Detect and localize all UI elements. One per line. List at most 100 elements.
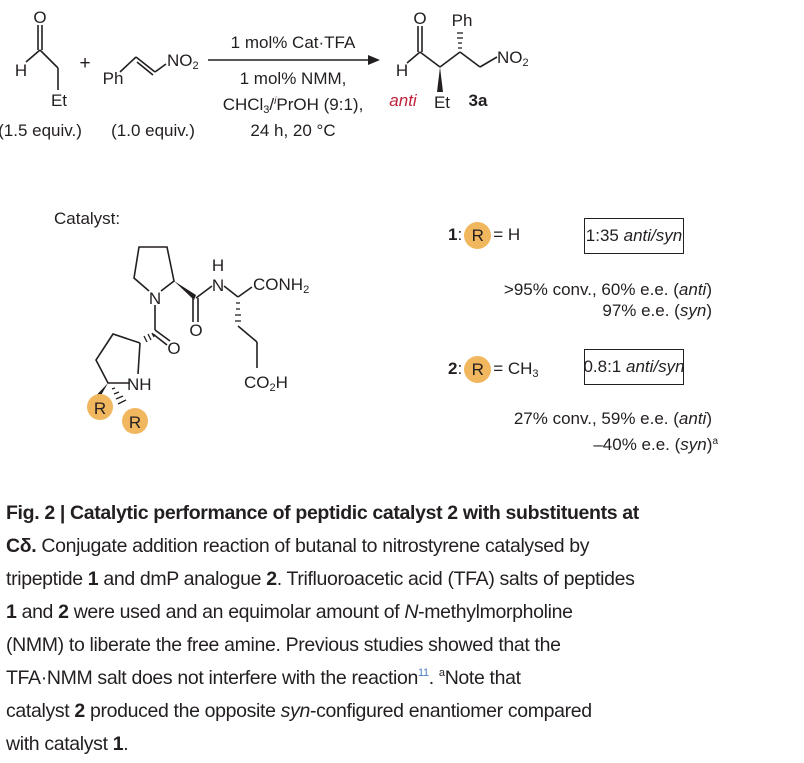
footnote-marker: a (438, 667, 445, 679)
text: ) (706, 280, 712, 299)
reaction-arrow (208, 55, 380, 65)
reference-link[interactable]: 11 (418, 667, 429, 679)
subscript: 2 (192, 60, 199, 72)
text: ) (706, 409, 712, 428)
text: H (275, 373, 288, 392)
figure-caption: Fig. 2 | Catalytic performance of peptid… (6, 497, 639, 761)
r-definition: 1:R= H (448, 222, 520, 249)
nitro-label: NO (167, 51, 193, 70)
reactant1-equiv: (1.5 equiv.) (0, 121, 82, 140)
caption-text: -methylmorpholine (418, 601, 573, 623)
r-group-label: R (93, 399, 107, 418)
r-highlight: R (464, 222, 492, 249)
caption-text: with catalyst (6, 733, 113, 755)
structure-bonds (25, 25, 498, 434)
subscript: 2 (269, 382, 276, 394)
caption-text: produced the opposite (84, 700, 281, 722)
atom-label: CO2H (244, 374, 288, 394)
subscript: 3 (263, 104, 270, 116)
atom-label: O (413, 9, 427, 28)
caption-text: and dmP analogue (98, 568, 267, 590)
text: syn (679, 301, 707, 320)
footnote-marker: a (712, 436, 718, 447)
atom-label: N (148, 289, 162, 308)
atom-label: NO2 (167, 52, 199, 72)
ratio-label: anti/syn (623, 226, 683, 245)
condition-base: 1 mol% NMM, (239, 69, 347, 88)
r-value: = CH (493, 358, 533, 378)
atom-label: O (167, 339, 181, 358)
text: >95% conv., 60% e.e. ( (503, 280, 679, 299)
compound-label: 3a (468, 91, 488, 110)
caption-line: with catalyst 1. (6, 728, 639, 761)
condition-solvent: CHCl3/iPrOH (9:1), (223, 96, 364, 116)
r-group-label: R (128, 413, 142, 432)
anti-label: anti (389, 91, 417, 110)
nitrostyrene-bonds (119, 56, 167, 76)
text: CO (244, 373, 270, 392)
caption-line: Fig. 2 | Catalytic performance of peptid… (6, 497, 639, 530)
caption-text: . (428, 667, 439, 689)
subscript: 3 (532, 367, 539, 380)
text: 27% conv., 59% e.e. ( (513, 409, 679, 428)
r-value: = H (493, 224, 521, 244)
catalyst-heading: Catalyst: (54, 209, 121, 228)
text: syn (680, 435, 707, 454)
caption-text: Note that (444, 667, 521, 689)
atom-label: Et (50, 91, 68, 110)
caption-line: (NMM) to liberate the free amine. Previo… (6, 629, 639, 662)
caption-text: TFA·NMM salt does not interfere with the… (6, 667, 419, 689)
plus-sign: + (79, 53, 91, 74)
atom-label: Et (433, 93, 451, 112)
atom-label: H (14, 61, 28, 80)
reactant2-equiv: (1.0 equiv.) (111, 121, 195, 140)
atom-label: N (211, 276, 225, 295)
caption-text: -configured enantiomer compared (309, 700, 592, 722)
caption-text: . (123, 733, 129, 755)
catalyst-bonds (90, 246, 258, 406)
atom-label: Ph (102, 69, 124, 88)
text: CONH (253, 275, 304, 294)
caption-text: catalyst (6, 700, 75, 722)
caption-text: syn (280, 700, 311, 722)
text: ) (706, 435, 713, 454)
caption-text: 2 (266, 568, 277, 590)
catalyst-number: 2 (448, 358, 458, 378)
caption-line: catalyst 2 produced the opposite syn-con… (6, 695, 639, 728)
superscript: i (274, 96, 277, 107)
atom-label: Ph (451, 11, 473, 30)
caption-text: 1 (112, 733, 124, 755)
nitro-label: NO (497, 48, 523, 67)
caption-line: Cδ. Conjugate addition reaction of butan… (6, 530, 639, 563)
caption-line: TFA·NMM salt does not interfere with the… (6, 662, 639, 695)
caption-text: were used and an equimolar amount of (68, 601, 405, 623)
caption-line: tripeptide 1 and dmP analogue 2. Trifluo… (6, 563, 639, 596)
atom-label: NH (127, 375, 152, 394)
conversion-ee-anti: 27% conv., 59% e.e. (anti) (514, 410, 712, 427)
atom-label: O (33, 8, 47, 27)
text: CHCl (222, 95, 264, 114)
subscript: 2 (303, 284, 310, 296)
caption-text: and (16, 601, 59, 623)
r-group-highlights (87, 394, 148, 434)
r-highlight: R (464, 356, 492, 383)
caption-text: Fig. 2 | Catalytic performance of peptid… (6, 502, 639, 524)
catalyst-number: 1 (448, 224, 458, 244)
caption-text: (NMM) to liberate the free amine. Previo… (6, 634, 561, 656)
ratio-value: 0.8:1 (583, 357, 622, 376)
product-bonds (406, 26, 498, 92)
caption-text: 1 (6, 601, 17, 623)
ratio-box: 1:35 anti/syn (584, 218, 684, 254)
ratio-box: 0.8:1 anti/syn (583, 349, 685, 385)
atom-label: CONH2 (253, 276, 309, 296)
atom-label: O (189, 321, 203, 340)
caption-text: tripeptide (6, 568, 88, 590)
text: PrOH (9:1), (276, 95, 364, 114)
text: anti (678, 409, 707, 428)
conversion-ee-anti: >95% conv., 60% e.e. (anti) (504, 281, 712, 298)
caption-text: Cδ. (6, 535, 37, 557)
atom-label: NO2 (497, 49, 529, 69)
text: –40% e.e. ( (593, 435, 681, 454)
ee-syn: 97% e.e. (syn) (602, 302, 712, 319)
text: ) (706, 301, 712, 320)
